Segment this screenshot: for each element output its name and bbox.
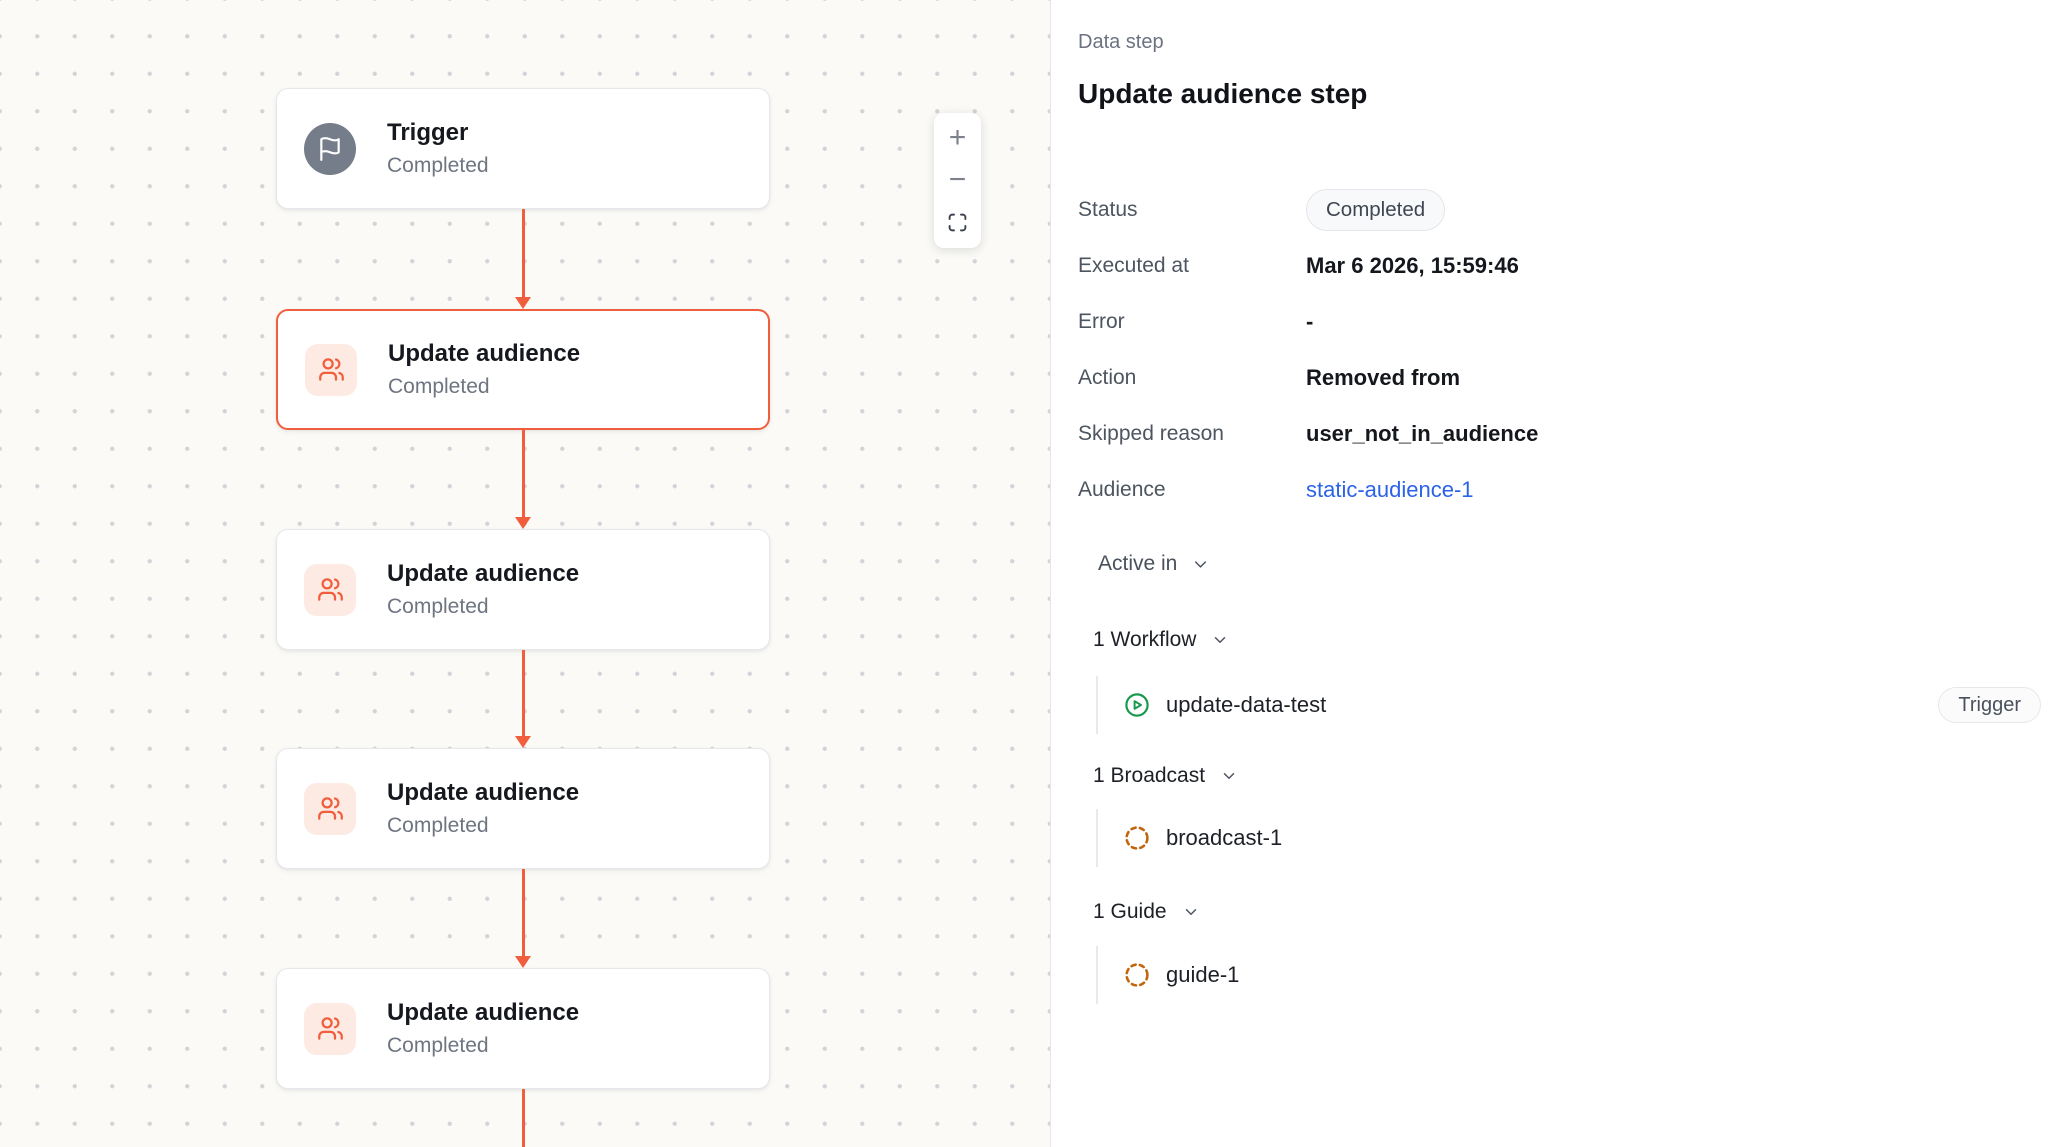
field-label: Skipped reason <box>1078 422 1224 445</box>
node-title: Update audience <box>387 998 580 1026</box>
group-guide-items: guide-1 <box>1096 946 1239 1004</box>
field-label: Error <box>1078 310 1125 333</box>
audience-link[interactable]: static-audience-1 <box>1306 477 1474 502</box>
fit-view-button[interactable] <box>934 202 981 244</box>
chevron-down-icon <box>1211 631 1229 649</box>
list-item-guide[interactable]: guide-1 <box>1098 946 1239 1004</box>
field-label: Status <box>1078 198 1138 221</box>
chevron-down-icon <box>1220 767 1238 785</box>
list-item-workflow[interactable]: update-data-test <box>1098 676 1326 734</box>
field-row-skipped-reason: Skipped reason user_not_in_audience <box>1078 406 2018 462</box>
page-title: Update audience step <box>1078 78 1368 109</box>
chevron-down-icon <box>1182 903 1200 921</box>
node-trigger[interactable]: Trigger Completed <box>276 88 770 209</box>
field-label: Executed at <box>1078 254 1189 277</box>
step-type-label: Data step <box>1078 31 1164 53</box>
users-icon <box>305 343 357 396</box>
field-value: Mar 6 2026, 15:59:46 <box>1306 253 1519 278</box>
node-update-audience-selected[interactable]: Update audience Completed <box>276 309 770 430</box>
step-detail-panel: Data step Update audience step Status Co… <box>1051 0 2048 1147</box>
node-title: Update audience <box>387 778 580 806</box>
node-title: Trigger <box>387 118 469 146</box>
active-in-label: Active in <box>1098 552 1178 575</box>
chevron-down-icon <box>1191 555 1210 574</box>
field-value: user_not_in_audience <box>1306 421 1539 446</box>
node-status: Completed <box>387 595 489 619</box>
node-status: Completed <box>387 1034 489 1058</box>
broadcast-name: broadcast-1 <box>1166 825 1283 850</box>
play-circle-icon <box>1124 692 1150 718</box>
group-label: 1 Guide <box>1093 900 1167 923</box>
maximize-icon <box>947 212 968 233</box>
step-fields: Status Completed Executed at Mar 6 2026,… <box>1078 182 2018 518</box>
node-title: Update audience <box>387 559 580 587</box>
plus-icon: + <box>948 121 967 155</box>
group-label: 1 Workflow <box>1093 628 1197 651</box>
group-broadcast-items: broadcast-1 <box>1096 809 1282 867</box>
node-status: Completed <box>387 814 489 838</box>
node-update-audience[interactable]: Update audience Completed <box>276 968 770 1089</box>
trigger-tag-badge: Trigger <box>1938 687 2041 723</box>
group-broadcast-toggle[interactable]: 1 Broadcast <box>1093 761 1238 791</box>
node-status: Completed <box>387 154 489 178</box>
field-label: Audience <box>1078 478 1166 501</box>
guide-name: guide-1 <box>1166 962 1240 987</box>
users-icon <box>304 1002 356 1055</box>
group-workflow-toggle[interactable]: 1 Workflow <box>1093 625 1229 655</box>
group-label: 1 Broadcast <box>1093 764 1206 787</box>
zoom-in-button[interactable]: + <box>934 117 981 159</box>
field-row-action: Action Removed from <box>1078 350 2018 406</box>
list-item-broadcast[interactable]: broadcast-1 <box>1098 809 1282 867</box>
field-row-status: Status Completed <box>1078 182 2018 238</box>
minus-icon: − <box>948 163 967 197</box>
zoom-out-button[interactable]: − <box>934 159 981 201</box>
group-guide-toggle[interactable]: 1 Guide <box>1093 897 1200 927</box>
canvas-controls: + − <box>934 113 981 248</box>
field-value: - <box>1306 309 1314 334</box>
workflow-canvas[interactable]: Trigger Completed Update audience Comple… <box>0 0 1051 1147</box>
node-update-audience[interactable]: Update audience Completed <box>276 529 770 650</box>
field-row-audience: Audience static-audience-1 <box>1078 462 2018 518</box>
status-badge: Completed <box>1306 189 1446 231</box>
node-status: Completed <box>388 375 490 399</box>
field-value: Removed from <box>1306 365 1461 390</box>
field-row-error: Error - <box>1078 294 2018 350</box>
users-icon <box>304 782 356 835</box>
node-update-audience[interactable]: Update audience Completed <box>276 748 770 869</box>
users-icon <box>304 563 356 616</box>
group-workflow-items: update-data-test <box>1096 676 1326 734</box>
active-in-toggle[interactable]: Active in <box>1098 549 1210 579</box>
dashed-circle-icon <box>1124 825 1150 851</box>
field-label: Action <box>1078 366 1137 389</box>
field-row-executed-at: Executed at Mar 6 2026, 15:59:46 <box>1078 238 2018 294</box>
dashed-circle-icon <box>1124 962 1150 988</box>
flag-icon <box>304 122 356 175</box>
workflow-name: update-data-test <box>1166 692 1327 717</box>
node-title: Update audience <box>388 339 581 367</box>
